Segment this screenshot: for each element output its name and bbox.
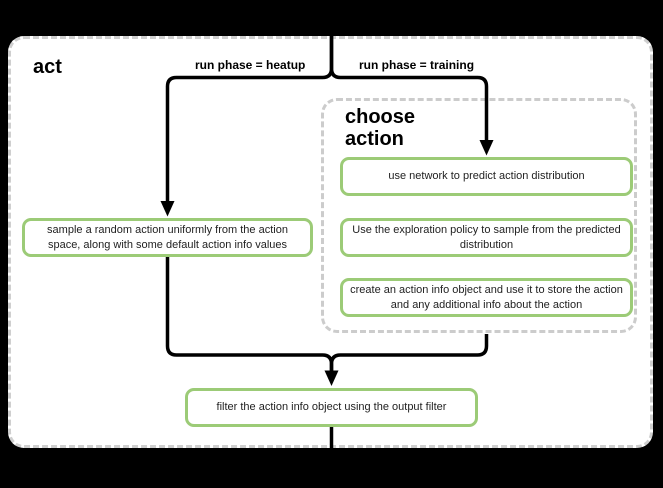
node-filter-output: filter the action info object using the … (185, 388, 478, 427)
act-title: act (33, 56, 62, 78)
edge-label-training: run phase = training (359, 58, 475, 72)
node-use-network-predict: use network to predict action distributi… (340, 157, 633, 196)
node-create-action-info: create an action info object and use it … (340, 278, 633, 317)
node-sample-random-action: sample a random action uniformly from th… (22, 218, 313, 257)
choose-action-title: choose action (345, 106, 416, 150)
node-exploration-policy-sample: Use the exploration policy to sample fro… (340, 218, 633, 257)
edge-label-heatup: run phase = heatup (195, 58, 306, 72)
